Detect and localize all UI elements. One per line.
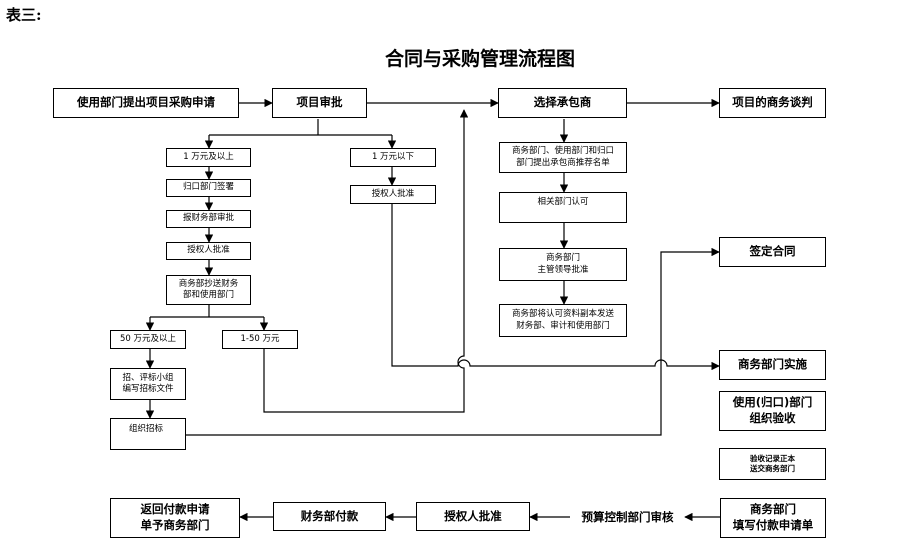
line-bid-to-contract — [186, 247, 720, 436]
node-acceptance-record: 验收记录正本 送交商务部门 — [719, 448, 826, 480]
node-return-payment: 返回付款申请 单予商务部门 — [110, 498, 240, 538]
node-central-sign: 归口部门签署 — [166, 179, 251, 197]
node-over-500k: 50 万元及以上 — [110, 330, 186, 349]
node-recommend-list: 商务部门、使用部门和归口 部门提出承包商推荐名单 — [499, 142, 627, 173]
node-send-copies: 商务部将认可资料副本发送 财务部、审计和使用部门 — [499, 304, 627, 337]
node-dept-apply: 使用部门提出项目采购申请 — [53, 88, 239, 118]
node-budget-review: 预算控制部门审核 — [581, 510, 674, 525]
node-authorized-approve-a: 授权人批准 — [166, 242, 251, 260]
node-finance-approval: 报财务部审批 — [166, 210, 251, 228]
node-related-approval: 相关部门认可 — [499, 192, 627, 223]
node-user-acceptance: 使用(归口)部门 组织验收 — [719, 391, 826, 431]
node-authorized-approve-c: 授权人批准 — [416, 502, 530, 531]
node-fill-payment: 商务部门 填写付款申请单 — [720, 498, 826, 538]
diagram-title: 合同与采购管理流程图 — [385, 48, 576, 70]
node-business-leader: 商务部门 主管领导批准 — [499, 248, 627, 281]
node-copy-finance-user: 商务部抄送财务 部和使用部门 — [166, 275, 251, 305]
node-under-10k: 1 万元以下 — [350, 148, 436, 167]
node-business-negotiation: 项目的商务谈判 — [719, 88, 826, 118]
table-label: 表三: — [6, 6, 42, 24]
node-finance-pay: 财务部付款 — [273, 502, 386, 531]
node-organize-bid: 组织招标 — [110, 418, 186, 450]
node-project-approval: 项目审批 — [272, 88, 367, 118]
node-bid-group: 招、评标小组 编写招标文件 — [110, 368, 186, 400]
line-authorize-to-implement — [391, 204, 720, 371]
node-sign-contract: 签定合同 — [719, 237, 826, 267]
node-authorized-approve-b: 授权人批准 — [350, 185, 436, 204]
node-range-1-50: 1-50 万元 — [222, 330, 298, 349]
node-over-10k: 1 万元及以上 — [166, 148, 251, 167]
node-select-contractor: 选择承包商 — [498, 88, 627, 118]
node-business-implement: 商务部门实施 — [719, 350, 826, 380]
